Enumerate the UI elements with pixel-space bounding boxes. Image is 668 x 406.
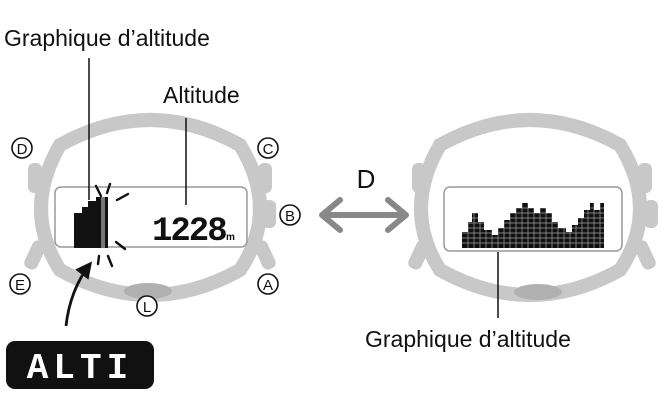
letter-c-badge: C (257, 137, 279, 159)
graph-label-top: Graphique d’altitude (4, 25, 210, 51)
mode-display-box: ALTI (6, 341, 154, 389)
svg-text:L: L (143, 299, 151, 316)
altitude-profile-graph (462, 200, 604, 248)
altitude-unit: m (226, 232, 235, 243)
left-button-e[interactable] (22, 238, 47, 271)
switch-button-label: D (357, 164, 376, 194)
right-watch (406, 113, 658, 302)
letter-e-badge: E (9, 273, 31, 295)
left-button-b[interactable] (262, 200, 276, 228)
letter-l-badge: L (136, 295, 158, 317)
left-button-c[interactable] (258, 163, 272, 193)
svg-text:C: C (263, 141, 274, 158)
right-button-bottom-left[interactable] (406, 238, 431, 271)
altitude-label: Altitude (163, 82, 240, 108)
left-button-a[interactable] (252, 238, 277, 271)
mode-arrow (64, 261, 93, 327)
altitude-value: 1228 (152, 213, 226, 251)
right-button-right[interactable] (644, 200, 658, 228)
blink-rays-icon (94, 182, 130, 268)
letter-d-badge: D (11, 137, 33, 159)
mode-display-text: ALTI (27, 348, 133, 389)
left-watch-bezel (34, 113, 267, 302)
left-button-d[interactable] (28, 163, 42, 193)
right-button-top-right[interactable] (638, 163, 652, 193)
right-light-button[interactable] (514, 284, 562, 300)
left-watch: 1228 m D C B E A L (9, 113, 301, 317)
svg-text:A: A (263, 277, 273, 294)
svg-text:D: D (17, 141, 28, 158)
altitude-graph-mini (74, 197, 108, 248)
letter-b-badge: B (279, 204, 301, 226)
switch-arrow (319, 197, 409, 233)
letter-a-badge: A (257, 273, 279, 295)
light-button[interactable] (124, 283, 172, 299)
graph-label-bottom: Graphique d’altitude (365, 326, 571, 352)
right-button-top-left[interactable] (412, 163, 426, 193)
svg-text:B: B (285, 208, 295, 225)
svg-text:E: E (15, 277, 25, 294)
right-button-bottom-right[interactable] (632, 238, 657, 271)
